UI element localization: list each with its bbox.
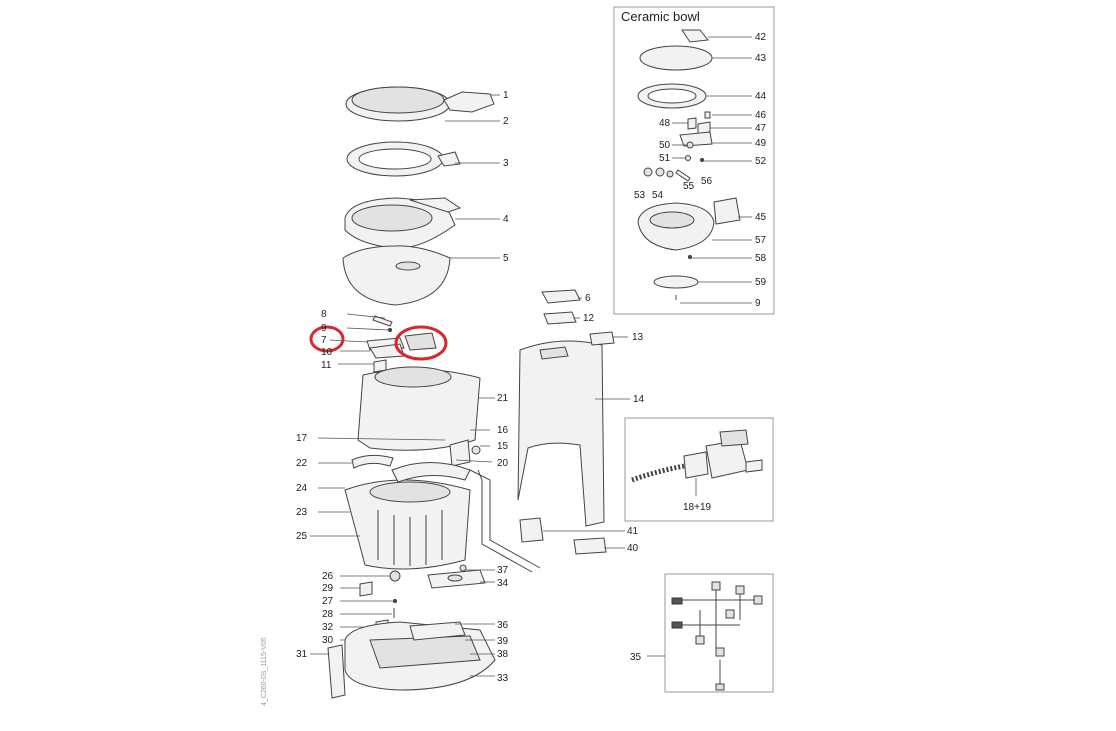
highlight-part-10 — [394, 325, 448, 361]
callout-50: 50 — [659, 140, 671, 151]
part-bowl-lower — [342, 245, 500, 306]
part-base-tray — [310, 621, 496, 699]
callout-44: 44 — [755, 91, 767, 102]
part-waste-tank — [310, 462, 471, 570]
part-wiring-harness — [647, 581, 763, 691]
part-seat-ring — [346, 141, 500, 177]
callout-42: 42 — [755, 32, 767, 43]
callout-43: 43 — [755, 53, 767, 64]
callout-40: 40 — [627, 543, 639, 554]
callout-13: 13 — [632, 332, 644, 343]
highlight-callout-7 — [309, 325, 345, 353]
callout-3: 3 — [503, 158, 509, 169]
callout-33: 33 — [497, 673, 509, 684]
callout-55: 55 — [683, 181, 695, 192]
callout-47: 47 — [755, 123, 767, 134]
callout-21: 21 — [497, 393, 509, 404]
callout-49: 49 — [755, 138, 767, 149]
callout-24: 24 — [296, 483, 308, 494]
callout-11: 11 — [321, 360, 332, 371]
part-ceramic-lid — [637, 29, 752, 109]
callout-9-ceramic: 9 — [755, 298, 761, 309]
callout-29: 29 — [322, 583, 334, 594]
callout-32: 32 — [322, 622, 334, 633]
callout-46: 46 — [755, 110, 767, 121]
callout-51: 51 — [659, 153, 671, 164]
part-back-panel — [517, 340, 630, 527]
callout-30: 30 — [322, 635, 334, 646]
part-pump-unit — [317, 429, 493, 467]
callout-15: 15 — [497, 441, 509, 452]
callout-31: 31 — [296, 649, 308, 660]
wiring-detail-panel — [664, 573, 774, 693]
part-valve-mechanism — [329, 313, 437, 373]
part-cover-plates — [541, 289, 628, 346]
callout-38: 38 — [497, 649, 509, 660]
callout-41: 41 — [627, 526, 639, 537]
drawing-code: 4_C260-0S_1115-V05 — [261, 637, 268, 706]
ceramic-bowl-panel — [613, 6, 775, 315]
callout-16: 16 — [497, 425, 509, 436]
callout-26: 26 — [322, 571, 334, 582]
part-tank-lid — [427, 564, 495, 589]
part-seat-lid — [345, 86, 500, 122]
callout-54: 54 — [652, 190, 664, 201]
callout-34: 34 — [497, 578, 509, 589]
part-bowl-top — [344, 197, 500, 249]
callout-9: 9 — [321, 323, 327, 334]
callout-10: 10 — [321, 347, 333, 358]
callout-27: 27 — [322, 596, 334, 607]
hose-callout: 18+19 — [683, 502, 712, 513]
callout-37: 37 — [497, 565, 509, 576]
part-bracket — [318, 454, 394, 469]
callout-48: 48 — [659, 118, 671, 129]
callout-14: 14 — [633, 394, 645, 405]
callout-2: 2 — [503, 116, 509, 127]
callout-20: 20 — [497, 458, 509, 469]
callout-1: 1 — [503, 90, 509, 101]
part-housing — [357, 366, 495, 451]
part-ceramic-bowl — [637, 197, 752, 304]
callout-5: 5 — [503, 253, 509, 264]
callout-53: 53 — [634, 190, 646, 201]
callout-22: 22 — [296, 458, 308, 469]
callout-23: 23 — [296, 507, 308, 518]
callout-58: 58 — [755, 253, 767, 264]
callout-45: 45 — [755, 212, 767, 223]
callout-28: 28 — [322, 609, 334, 620]
callout-52: 52 — [755, 156, 767, 167]
callout-8: 8 — [321, 309, 327, 320]
callout-35: 35 — [630, 652, 642, 663]
callout-6: 6 — [585, 293, 591, 304]
callout-12: 12 — [583, 313, 595, 324]
callout-labels: 1 2 3 4 5 6 7 8 9 10 11 12 13 14 15 16 1… — [296, 32, 767, 684]
callout-59: 59 — [755, 277, 767, 288]
part-side-covers — [519, 517, 625, 555]
callout-36: 36 — [497, 620, 509, 631]
ceramic-bowl-title: Ceramic bowl — [621, 9, 700, 24]
part-flush-pipe-inner — [477, 469, 533, 573]
part-flush-hose — [631, 429, 763, 496]
callout-39: 39 — [497, 636, 509, 647]
callout-56: 56 — [701, 176, 713, 187]
callout-4: 4 — [503, 214, 509, 225]
callout-57: 57 — [755, 235, 767, 246]
part-ceramic-hinge — [643, 111, 752, 182]
callout-7: 7 — [321, 335, 327, 346]
callout-25: 25 — [296, 531, 308, 542]
hose-detail-panel — [624, 417, 774, 522]
callout-17: 17 — [296, 433, 308, 444]
